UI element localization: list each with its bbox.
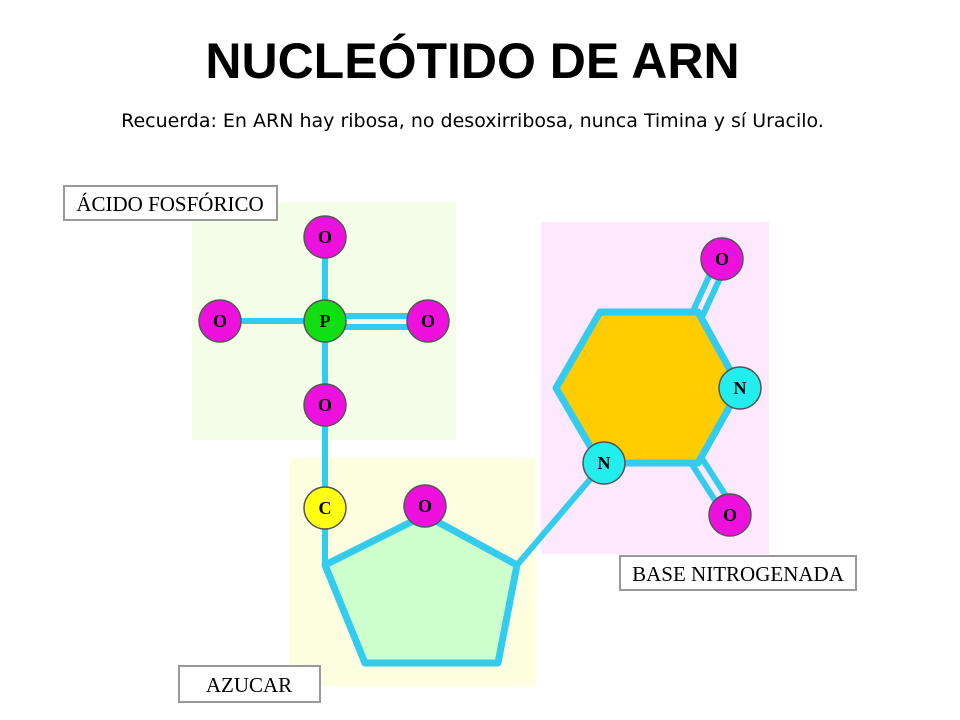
svg-text:N: N [734,378,747,398]
page-subtitle: Recuerda: En ARN hay ribosa, no desoxirr… [121,110,824,132]
atom-o-left: O [198,299,242,343]
svg-text:N: N [598,453,611,473]
svg-text:O: O [213,311,227,331]
atom-n-right: N [718,366,762,410]
svg-text:O: O [421,311,435,331]
atom-p: P [303,299,347,343]
sugar-ring [321,511,521,667]
svg-text:O: O [318,395,332,415]
svg-text:O: O [723,505,737,525]
atom-o-base-bottom: O [708,493,752,537]
base-ring [552,308,744,467]
label-base: BASE NITROGENADA [619,555,857,591]
atom-c: C [303,486,347,530]
label-sugar: AZUCAR [178,665,321,703]
svg-text:O: O [418,496,432,516]
page-title: NUCLEÓTIDO DE ARN [205,33,740,89]
svg-text:AZUCAR: AZUCAR [206,673,292,697]
label-phosphate: ÁCIDO FOSFÓRICO [63,185,278,221]
bond-sugar-base [514,460,607,568]
svg-text:BASE NITROGENADA: BASE NITROGENADA [632,562,845,586]
svg-text:O: O [715,249,729,269]
svg-text:C: C [319,498,332,518]
atom-o-base-top: O [700,237,744,281]
atom-o-top: O [303,215,347,259]
atom-o-right: O [406,299,450,343]
svg-text:O: O [318,227,332,247]
atom-o-ring: O [403,484,447,528]
svg-text:ÁCIDO FOSFÓRICO: ÁCIDO FOSFÓRICO [76,192,263,216]
atom-o-bridge: O [303,383,347,427]
atom-n-lower: N [582,441,626,485]
svg-text:P: P [320,311,331,331]
